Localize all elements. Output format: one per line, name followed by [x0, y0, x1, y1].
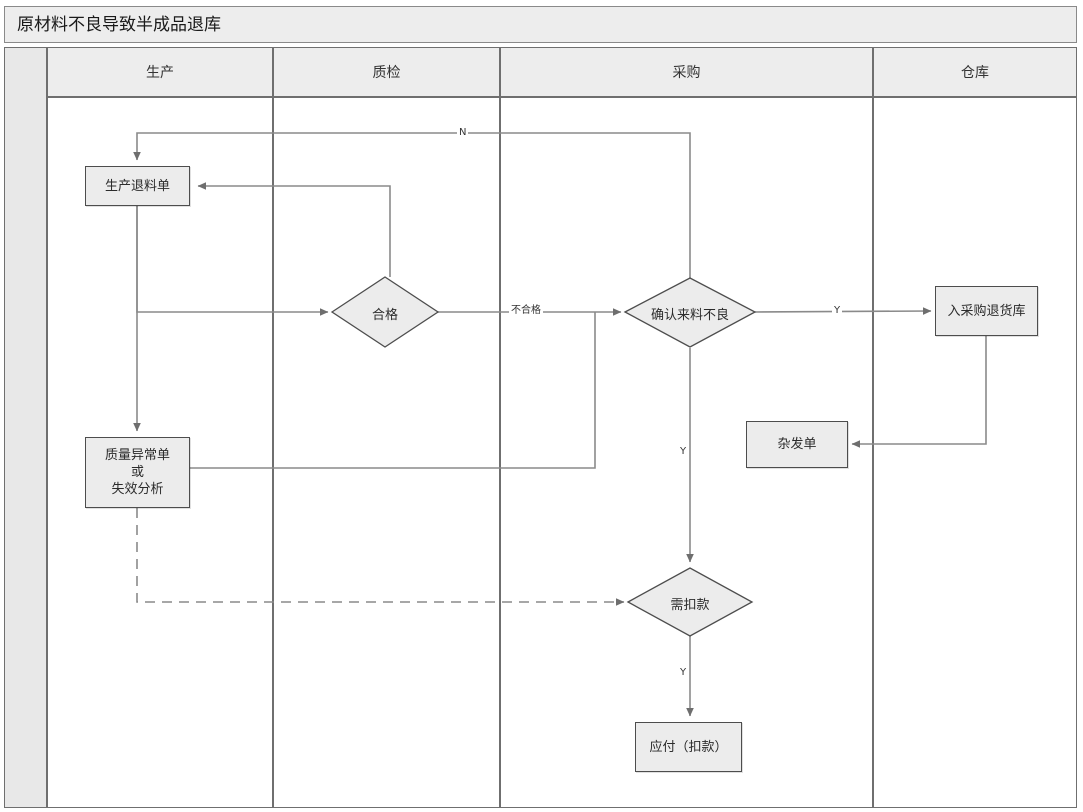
swimlane-spine [4, 47, 47, 808]
node-payable-deduction-label: 应付（扣款） [649, 739, 728, 755]
edge-return-order-to-qualified [136, 205, 329, 316]
page-title: 原材料不良导致半成品退库 [17, 15, 221, 35]
lane-header-purchasing: 采购 [500, 47, 873, 97]
edge-quality-abnormal-to-confirm-defect [190, 312, 596, 469]
node-misc-issue-order-label: 杂发单 [777, 437, 817, 452]
node-quality-abnormal-line3: 失效分析 [111, 482, 164, 497]
lane-label-warehouse: 仓库 [961, 65, 989, 81]
edge-purchase-return-stock-to-misc-issue [851, 336, 987, 448]
lane-label-production: 生产 [146, 65, 174, 81]
node-return-material-order[interactable]: 生产退料单 [85, 166, 190, 206]
edge-label-unqualified: 不合格 [509, 305, 543, 316]
node-need-deduction-shape [626, 567, 754, 637]
node-return-material-order-label: 生产退料单 [104, 178, 170, 194]
node-quality-abnormal-line2: 或 [130, 465, 144, 480]
lane-body-warehouse [873, 97, 1077, 808]
diagram-title-bar: 原材料不良导致半成品退库 [4, 6, 1077, 43]
lane-label-purchasing: 采购 [672, 65, 701, 81]
edge-quality-abnormal-to-need-deduction-dashed [136, 508, 625, 606]
node-misc-issue-order[interactable]: 杂发单 [746, 421, 848, 468]
edge-confirm-defect-to-purchase-return-stock [754, 307, 932, 315]
node-purchase-return-stock[interactable]: 入采购退货库 [935, 286, 1038, 336]
edge-qualified-to-return-order [197, 182, 391, 277]
node-quality-abnormal-line1: 质量异常单 [104, 448, 170, 463]
edge-confirm-defect-to-return-order-N [133, 132, 691, 278]
edge-label-confirm-yes: Y [832, 305, 843, 316]
lane-body-qc [273, 97, 500, 808]
lane-header-production: 生产 [47, 47, 273, 97]
edge-label-n: N [457, 127, 469, 138]
lane-label-qc: 质检 [372, 65, 401, 81]
node-purchase-return-stock-label: 入采购退货库 [947, 303, 1026, 319]
node-confirm-defect-shape [623, 277, 757, 348]
edge-label-deduct-yes: Y [678, 446, 689, 457]
node-quality-abnormal[interactable]: 质量异常单 或 失效分析 [85, 437, 190, 508]
node-payable-deduction[interactable]: 应付（扣款） [635, 722, 742, 772]
lane-header-qc: 质检 [273, 47, 500, 97]
lane-header-warehouse: 仓库 [873, 47, 1077, 97]
edge-label-need-deduct-yes: Y [678, 667, 689, 678]
node-qualified-shape [330, 276, 440, 348]
